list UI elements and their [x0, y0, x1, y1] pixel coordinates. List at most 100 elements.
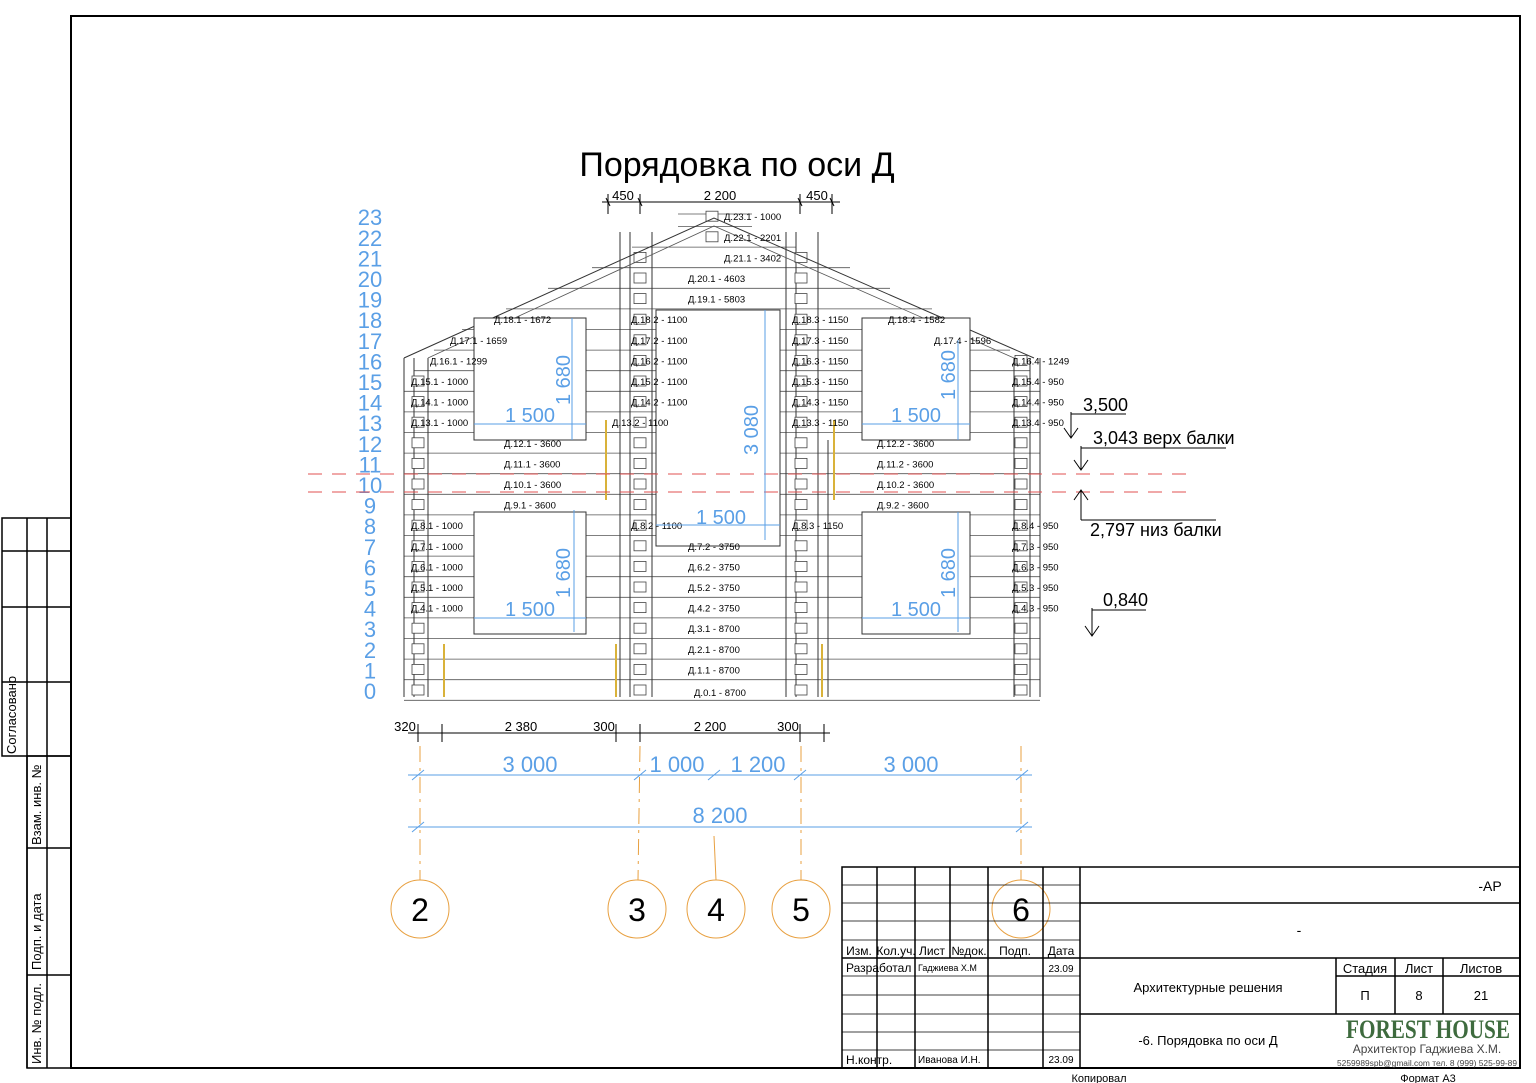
tb-architect: Архитектор Гаджиева Х.М. [1353, 1042, 1502, 1056]
tb-code: -АР [1478, 878, 1501, 894]
row-number: 22 [358, 226, 382, 251]
log-label: Д.14.4 - 950 [1012, 398, 1064, 409]
log-label: Д.10.2 - 3600 [877, 480, 934, 491]
axis-3-label: 3 [628, 892, 646, 928]
log-notch [705, 210, 719, 222]
title-block-thin-rows [842, 884, 1080, 1051]
stamp-podp: Подп. и дата [29, 893, 44, 970]
log-label: Д.6.2 - 3750 [688, 562, 740, 573]
log-notch [411, 602, 425, 613]
log-notch [633, 664, 647, 675]
log-notch [633, 561, 647, 572]
log-label: Д.0.1 - 8700 [694, 688, 746, 699]
row-number: 17 [358, 329, 382, 354]
log-label: Д.9.1 - 3600 [504, 501, 556, 512]
tb-h-kolvo: Кол.уч. [876, 944, 915, 958]
bottom-dim-2380: 2 380 [505, 719, 538, 734]
log-label: Д.19.1 - 5803 [688, 295, 745, 306]
tb-copied: Копировал [1071, 1073, 1126, 1083]
tb-developed-label: Разработал [846, 961, 911, 975]
log-label: Д.6.3 - 950 [1012, 562, 1059, 573]
top-dim-left: 450 [612, 188, 634, 203]
row-number: 6 [364, 555, 376, 580]
log-label: Д.12.2 - 3600 [877, 439, 934, 450]
log-notch [1014, 375, 1028, 387]
elevation-840: 0,840 [1103, 590, 1148, 610]
tb-stage: П [1360, 988, 1369, 1003]
log-notch [633, 437, 647, 449]
log-label: Д.22.1 - 2201 [724, 233, 781, 244]
title-block [841, 866, 1521, 1069]
axis-dim-5-6: 3 000 [883, 752, 938, 777]
tb-control-name: Иванова И.Н. [918, 1055, 981, 1066]
tb-control-label: Н.контр. [846, 1053, 892, 1067]
log-label: Д.7.1 - 1000 [411, 542, 463, 553]
axis-4-label: 4 [707, 892, 725, 928]
win-bl-height: 1 680 [553, 548, 575, 598]
bottom-dim-300b: 300 [777, 719, 799, 734]
log-label: Д.10.1 - 3600 [504, 480, 561, 491]
door-width: 1 500 [696, 507, 746, 529]
row-number: 19 [358, 288, 382, 313]
log-notch [633, 622, 647, 634]
win-tr-width: 1 500 [891, 405, 941, 427]
log-label: Д.13.2 - 1100 [612, 418, 668, 429]
log-notch [633, 457, 647, 469]
win-tl-height: 1 680 [553, 355, 575, 405]
tb-sheets: 21 [1474, 988, 1488, 1003]
log-notch [411, 684, 425, 696]
log-notch [411, 437, 425, 449]
log-notch [794, 334, 808, 346]
log-label: Д.5.1 - 1000 [411, 583, 463, 594]
log-notch [1014, 437, 1028, 449]
drawing-title: Порядовка по оси Д [579, 146, 894, 184]
log-notch [794, 643, 808, 655]
stamp-inv: Инв. № подл. [29, 983, 44, 1064]
tb-control-date: 23.09 [1048, 1055, 1073, 1066]
tb-developed-name: Гаджиева Х.М [918, 963, 977, 973]
log-notch [633, 375, 647, 387]
row-number: 3 [364, 617, 376, 642]
axis-dim-2-3: 3 000 [502, 752, 557, 777]
log-label: Д.17.2 - 1100 [631, 336, 687, 347]
log-notch [633, 602, 647, 613]
elevation-3500: 3,500 [1083, 395, 1128, 415]
log-notch [411, 561, 425, 572]
log-notch [1014, 581, 1028, 593]
log-notch [411, 540, 425, 552]
log-label: Д.13.1 - 1000 [411, 418, 468, 429]
log-notch [411, 416, 425, 428]
log-label: Д.9.2 - 3600 [877, 501, 929, 512]
row-number: 18 [358, 308, 382, 333]
log-notch [794, 561, 808, 572]
log-label: Д.15.3 - 1150 [792, 377, 848, 388]
stamp-soglasovano: Согласовано [4, 676, 19, 754]
top-dimension-line [602, 194, 840, 214]
log-label: Д.8.4 - 950 [1012, 521, 1059, 532]
row-number: 21 [358, 246, 382, 271]
log-label: Д.11.2 - 3600 [877, 459, 933, 470]
bottom-dim-320: 320 [394, 719, 416, 734]
log-notch [794, 416, 808, 428]
log-label: Д.8.3 - 1150 [792, 521, 843, 532]
log-label: Д.6.1 - 1000 [411, 562, 463, 573]
log-notch [1014, 684, 1028, 696]
log-notch [633, 684, 647, 696]
log-notch [633, 499, 647, 511]
bottom-dimension-line [408, 724, 830, 742]
row-number: 16 [358, 349, 382, 374]
tb-logo: FOREST HOUSE [1346, 1015, 1510, 1044]
row-number: 0 [364, 679, 376, 704]
tb-h-list: Лист [919, 944, 946, 958]
log-label: Д.3.1 - 8700 [688, 624, 740, 635]
log-notch [411, 499, 425, 511]
axis-6-label: 6 [1012, 892, 1030, 928]
left-stamp [1, 517, 72, 1069]
log-label: Д.5.3 - 950 [1012, 583, 1059, 594]
row-number: 15 [358, 370, 382, 395]
log-notch [794, 251, 808, 263]
log-notch [794, 375, 808, 387]
log-notch [794, 664, 808, 675]
tb-sheets-label: Листов [1460, 961, 1502, 976]
log-notch [411, 375, 425, 387]
